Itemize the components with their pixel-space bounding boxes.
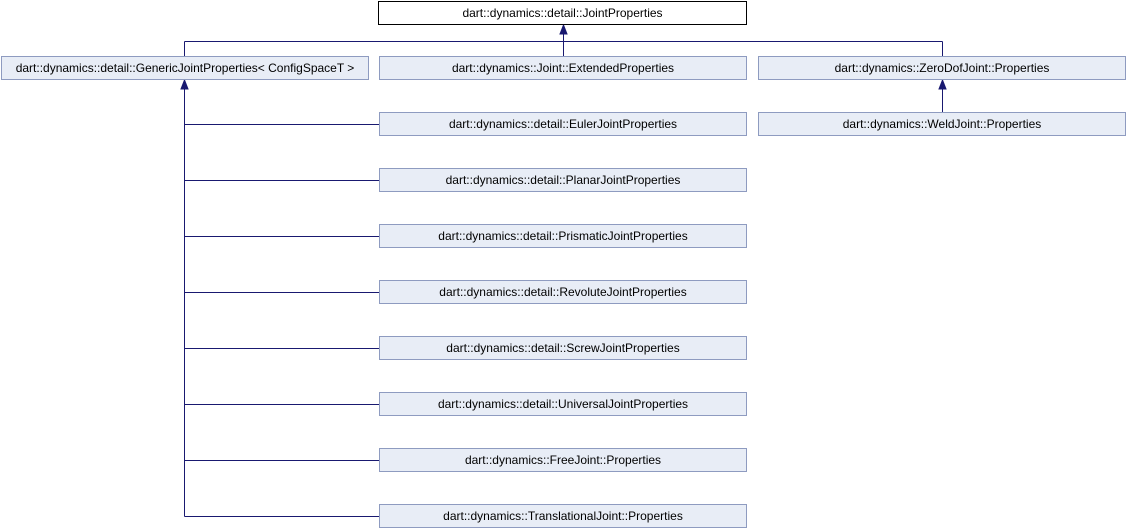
node-prismatic-joint-properties[interactable]: dart::dynamics::detail::PrismaticJointPr… (379, 224, 747, 248)
node-weld-joint-properties[interactable]: dart::dynamics::WeldJoint::Properties (758, 112, 1126, 136)
node-translational-joint-properties[interactable]: dart::dynamics::TranslationalJoint::Prop… (379, 504, 747, 528)
node-screw-joint-properties[interactable]: dart::dynamics::detail::ScrewJointProper… (379, 336, 747, 360)
node-planar-joint-properties[interactable]: dart::dynamics::detail::PlanarJointPrope… (379, 168, 747, 192)
node-joint-extended-properties[interactable]: dart::dynamics::Joint::ExtendedPropertie… (379, 56, 747, 80)
arrowhead-generic (180, 78, 189, 90)
node-generic-joint-properties[interactable]: dart::dynamics::detail::GenericJointProp… (1, 56, 369, 80)
arrowhead-root (559, 23, 568, 35)
node-joint-properties: dart::dynamics::detail::JointProperties (378, 1, 747, 25)
node-revolute-joint-properties[interactable]: dart::dynamics::detail::RevoluteJointPro… (379, 280, 747, 304)
node-zerodof-joint-properties[interactable]: dart::dynamics::ZeroDofJoint::Properties (758, 56, 1126, 80)
arrowhead-zerodof (938, 78, 947, 90)
node-free-joint-properties[interactable]: dart::dynamics::FreeJoint::Properties (379, 448, 747, 472)
node-universal-joint-properties[interactable]: dart::dynamics::detail::UniversalJointPr… (379, 392, 747, 416)
node-euler-joint-properties[interactable]: dart::dynamics::detail::EulerJointProper… (379, 112, 747, 136)
